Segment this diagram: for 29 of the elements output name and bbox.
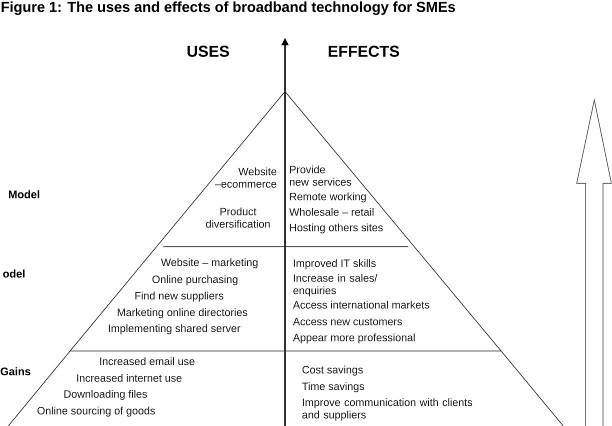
item-text: Access international markets [292,300,430,309]
item-text: Implementing shared server [108,324,240,334]
item-text: Increased email use [100,357,194,366]
column-heading: USES [188,46,229,57]
tier-label: Model [8,190,40,198]
item-text: Improved IT skills [294,259,376,270]
item-text: Access new customers [292,318,402,326]
item-text: Downloading files [64,390,147,400]
tier-label: odel [3,270,25,278]
column-heading: EFFECTS [328,46,400,57]
item-text: Marketing online directories [118,308,248,318]
item-text: Online sourcing of goods [37,406,155,417]
item-text: Increase in sales/ enquiries [293,274,378,296]
item-text: Increased internet use [77,374,182,382]
item-text: Website – marketing [160,258,258,268]
item-text: Wholesale – retail [289,208,374,216]
item-text: Find new suppliers [135,292,224,302]
item-text: Online purchasing [152,275,238,286]
item-text: Hosting others sites [290,223,383,234]
item-text: Appear more professional [292,333,415,344]
item-text: Remote working [290,192,366,202]
tier-label: Gains [0,367,30,376]
figure-title: Figure 1: The uses and effects of broadband technology for SMEs [2,1,456,15]
item-text: Website –ecommerce [214,167,276,188]
item-text: Time savings [302,382,364,392]
item-text: Product diversification [206,207,270,228]
item-text: Cost savings [302,366,363,376]
item-text: Improve communication with clients and suppliers [302,398,472,421]
item-text: Provide new services [290,165,352,186]
